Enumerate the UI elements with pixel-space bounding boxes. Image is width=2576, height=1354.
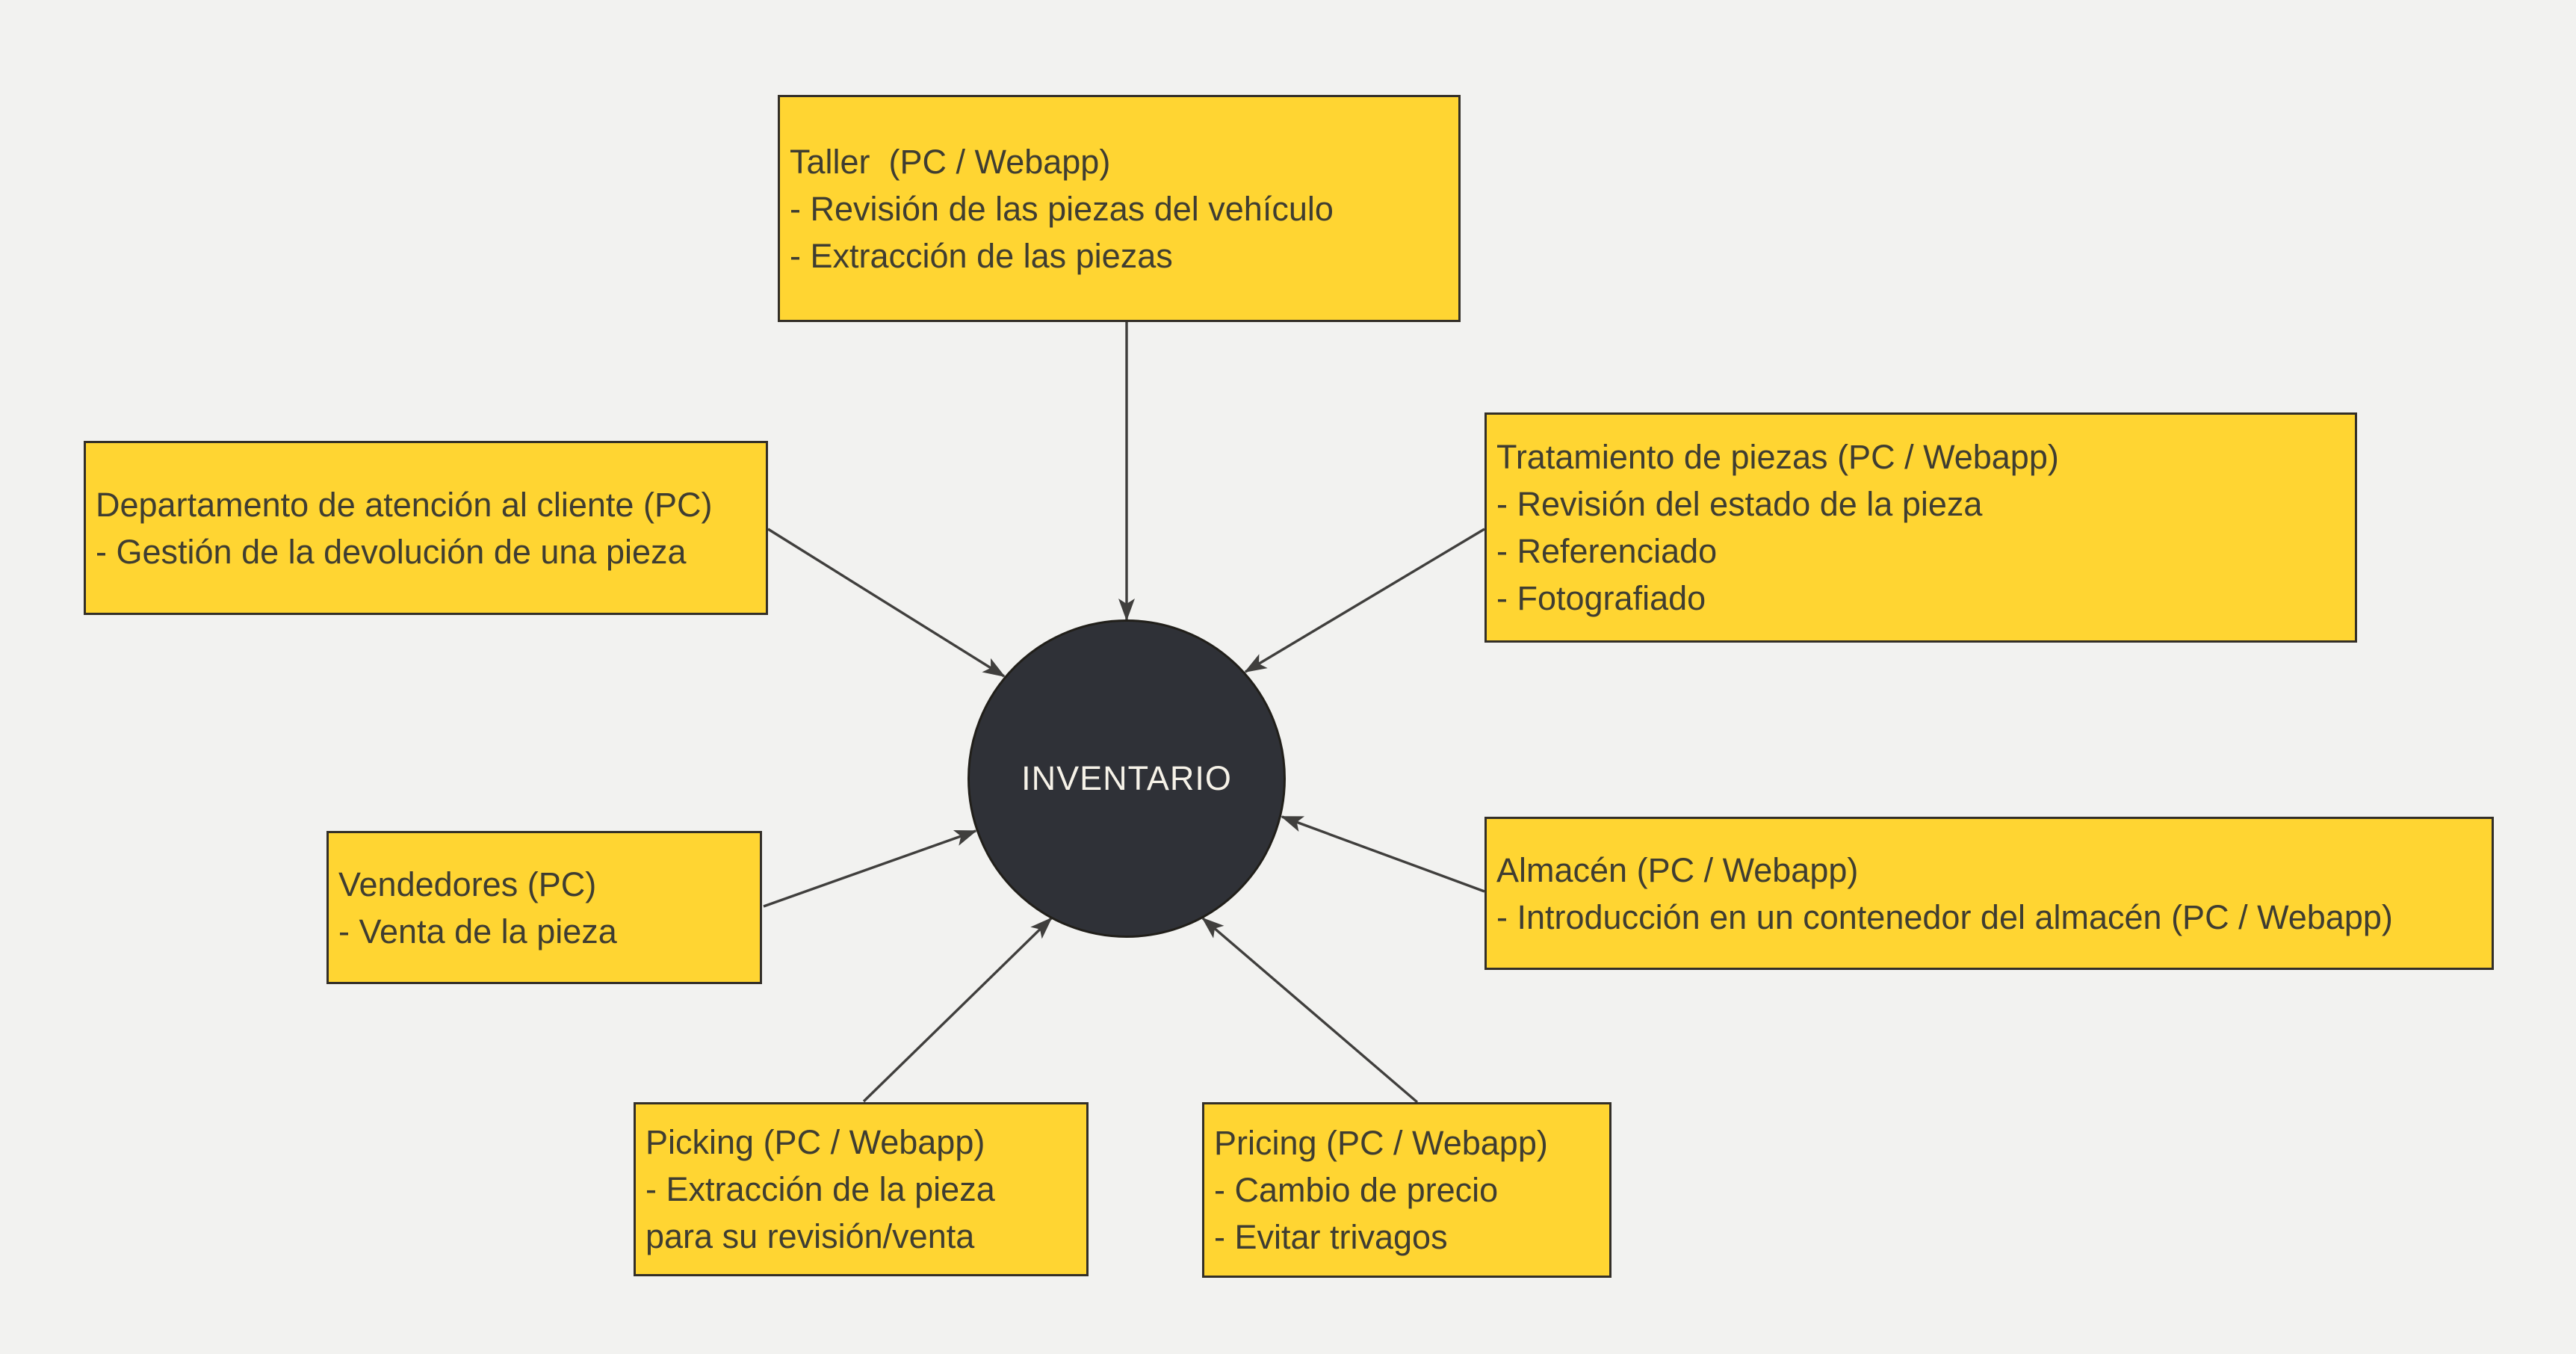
node-picking-title: Picking (PC / Webapp) xyxy=(645,1123,985,1161)
arrow-vendedores-to-inventario[interactable] xyxy=(763,829,977,908)
node-vendedores-bullet-1: - Venta de la pieza xyxy=(338,912,617,950)
node-tratamiento-bullet-3: - Fotografiado xyxy=(1496,579,1706,617)
node-vendedores-title: Vendedores (PC) xyxy=(338,865,597,903)
node-pricing[interactable]: Pricing (PC / Webapp) - Cambio de precio… xyxy=(1202,1102,1611,1278)
node-tratamiento-bullet-2: - Referenciado xyxy=(1496,532,1718,570)
arrow-pricing-to-inventario[interactable] xyxy=(1201,917,1419,1104)
node-picking-bullet-2: para su revisión/venta xyxy=(645,1217,975,1255)
node-departamento[interactable]: Departamento de atención al cliente (PC)… xyxy=(84,441,768,615)
node-departamento-title: Departamento de atención al cliente (PC) xyxy=(96,485,713,524)
node-tratamiento-bullet-1: - Revisión del estado de la pieza xyxy=(1496,485,1983,523)
node-tratamiento[interactable]: Tratamiento de piezas (PC / Webapp) - Re… xyxy=(1484,412,2357,643)
node-taller-bullet-1: - Revisión de las piezas del vehículo xyxy=(790,189,1334,228)
arrow-tratamiento-to-inventario[interactable] xyxy=(1244,528,1485,673)
node-almacen-bullet-1: - Introducción en un contenedor del alma… xyxy=(1496,897,2393,936)
node-taller-bullet-2: - Extracción de las piezas xyxy=(790,236,1173,275)
node-almacen-title: Almacén (PC / Webapp) xyxy=(1496,850,1859,889)
inventario-label: INVENTARIO xyxy=(1021,759,1232,797)
node-pricing-bullet-1: - Cambio de precio xyxy=(1214,1171,1499,1209)
arrow-departamento-to-inventario[interactable] xyxy=(767,528,1006,678)
node-tratamiento-title: Tratamiento de piezas (PC / Webapp) xyxy=(1496,438,2059,476)
node-taller[interactable]: Taller (PC / Webapp) - Revisión de las p… xyxy=(778,95,1461,322)
node-pricing-title: Pricing (PC / Webapp) xyxy=(1214,1124,1548,1162)
arrow-picking-to-inventario[interactable] xyxy=(862,917,1053,1103)
node-pricing-bullet-2: - Evitar trivagos xyxy=(1214,1218,1448,1256)
node-almacen[interactable]: Almacén (PC / Webapp) - Introducción en … xyxy=(1484,817,2494,970)
node-picking[interactable]: Picking (PC / Webapp) - Extracción de la… xyxy=(634,1102,1089,1276)
node-departamento-bullet-1: - Gestión de la devolución de una pieza xyxy=(96,532,687,571)
node-picking-bullet-1: - Extracción de la pieza xyxy=(645,1170,995,1208)
node-inventario[interactable]: INVENTARIO xyxy=(967,619,1286,938)
node-vendedores[interactable]: Vendedores (PC) - Venta de la pieza xyxy=(326,831,762,984)
arrow-almacen-to-inventario[interactable] xyxy=(1281,815,1485,893)
node-taller-title: Taller (PC / Webapp) xyxy=(790,142,1111,181)
